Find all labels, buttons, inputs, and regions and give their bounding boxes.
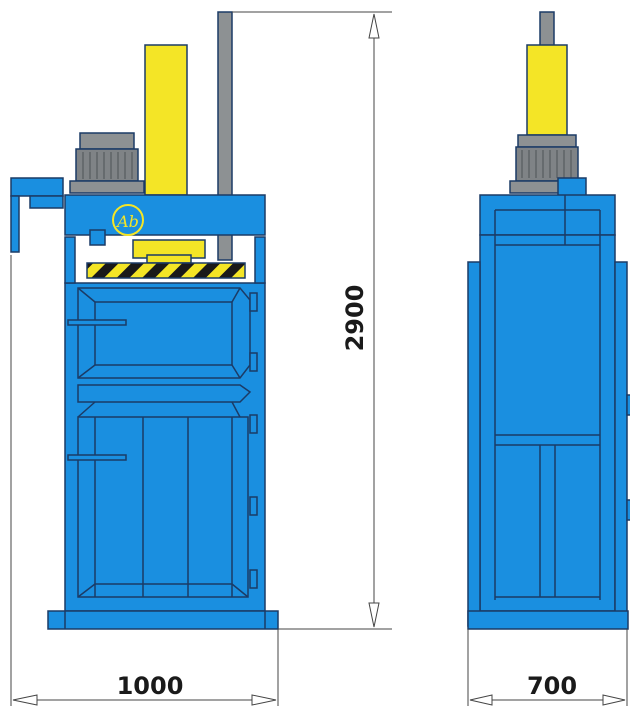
front-top-beam <box>64 194 266 236</box>
side-view <box>467 11 630 630</box>
front-handle-lower <box>67 454 127 461</box>
side-top-beam <box>479 194 616 236</box>
height-dimension <box>232 11 392 630</box>
front-handle-upper <box>67 319 127 326</box>
front-motor <box>69 132 145 194</box>
front-width-label: 1000 <box>117 672 184 700</box>
front-control-box <box>10 177 64 253</box>
front-hazard-bar <box>86 262 246 279</box>
height-dimension-label: 2900 <box>341 285 369 352</box>
side-width-label: 700 <box>527 672 577 700</box>
side-piston-rod <box>539 11 555 48</box>
front-base <box>47 610 279 630</box>
front-hydraulic-cylinder <box>144 44 188 196</box>
logo-icon: Ab <box>112 204 144 236</box>
side-hydraulic-cylinder <box>526 44 568 136</box>
front-hinge <box>249 352 258 372</box>
logo-text: Ab <box>115 212 139 231</box>
side-control-box <box>557 177 587 197</box>
front-hinge <box>249 414 258 434</box>
side-main-body <box>479 234 616 612</box>
front-hinge <box>249 569 258 589</box>
front-hinge <box>249 496 258 516</box>
front-view <box>10 11 279 630</box>
side-width-dimension <box>467 629 628 706</box>
front-middle-band <box>77 384 252 403</box>
side-base <box>467 610 629 630</box>
front-lower-door <box>77 416 249 598</box>
front-hinge <box>249 292 258 312</box>
front-width-dimension <box>10 255 279 706</box>
